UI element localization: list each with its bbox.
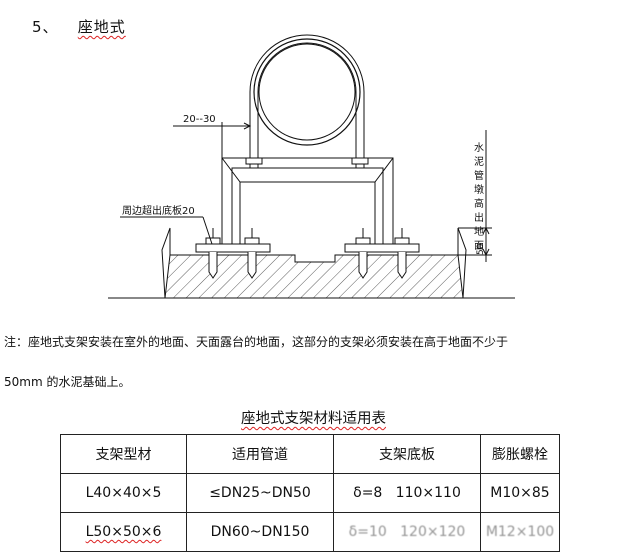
table-header-row: 支架型材 适用管道 支架底板 膨胀螺栓 bbox=[60, 434, 560, 474]
table-title: 座地式支架材料适用表 bbox=[0, 407, 627, 428]
vertical-label-6: 出 bbox=[474, 211, 484, 224]
vertical-label-5: 高 bbox=[474, 197, 484, 210]
section-title: 座地式 bbox=[77, 18, 126, 36]
material-table: 支架型材 适用管道 支架底板 膨胀螺栓 L40×40×5 ≤DN25~DN50 … bbox=[60, 434, 560, 552]
table-row: L40×40×5 ≤DN25~DN50 δ=8 110×110 M10×85 bbox=[60, 473, 560, 513]
table-cell: ≤DN25~DN50 bbox=[186, 473, 334, 513]
pipe bbox=[253, 38, 361, 146]
u-bolt-clamp bbox=[245, 34, 369, 168]
height-dimension: 水 泥 管 墩 高 出 地 面 50 bbox=[458, 130, 492, 262]
table-cell: δ=10 120×120 bbox=[333, 512, 481, 552]
floor-support-diagram: 20--30 周边超出底板20 水 泥 管 墩 高 出 地 面 50 bbox=[108, 34, 515, 299]
edge-leader: 周边超出底板20 bbox=[120, 204, 213, 245]
header-cell-pipe: 适用管道 bbox=[186, 434, 334, 474]
header-cell-plate: 支架底板 bbox=[333, 434, 481, 474]
table-title-text: 座地式支架材料适用表 bbox=[241, 411, 386, 427]
base-plates bbox=[195, 243, 420, 253]
note-text-1: 注：座地式支架安装在室外的地面、天面露台的地面，这部分的支架必须安装在高于地面不… bbox=[4, 335, 509, 349]
note-line-1: 注：座地式支架安装在室外的地面、天面露台的地面，这部分的支架必须安装在高于地面不… bbox=[4, 333, 508, 350]
table-cell: L50×50×6 bbox=[60, 512, 187, 552]
vertical-label-8: 面 bbox=[474, 241, 484, 252]
table-cell: M12×100 bbox=[480, 512, 560, 552]
vertical-label-4: 墩 bbox=[474, 183, 484, 196]
anchor-bolts bbox=[205, 228, 410, 279]
table-row: L50×50×6 DN60~DN150 δ=10 120×120 M12×100 bbox=[60, 512, 560, 552]
edge-label: 周边超出底板20 bbox=[122, 204, 195, 217]
table-cell-text: L50×50×6 bbox=[85, 524, 162, 540]
height-label: 50 bbox=[476, 243, 486, 255]
header-cell-bolt: 膨胀螺栓 bbox=[480, 434, 560, 474]
angle-frame bbox=[221, 157, 394, 244]
table-cell: δ=8 110×110 bbox=[333, 473, 481, 513]
dimension-gap: 20--30 bbox=[173, 114, 252, 158]
dim-gap-label: 20--30 bbox=[183, 114, 216, 125]
vertical-label-7: 地 bbox=[474, 225, 484, 238]
section-number: 5、 bbox=[32, 18, 59, 36]
header-cell-type: 支架型材 bbox=[60, 434, 187, 474]
table-cell: DN60~DN150 bbox=[186, 512, 334, 552]
section-heading: 5、 座地式 bbox=[32, 16, 126, 37]
table-cell: M10×85 bbox=[480, 473, 560, 513]
note-line-2: 50mm 的水泥基础上。 bbox=[4, 375, 131, 389]
vertical-label-3: 管 bbox=[474, 169, 484, 182]
vertical-label-2: 泥 bbox=[474, 155, 484, 168]
vertical-label-1: 水 bbox=[474, 142, 484, 154]
table-cell: L40×40×5 bbox=[60, 473, 187, 513]
